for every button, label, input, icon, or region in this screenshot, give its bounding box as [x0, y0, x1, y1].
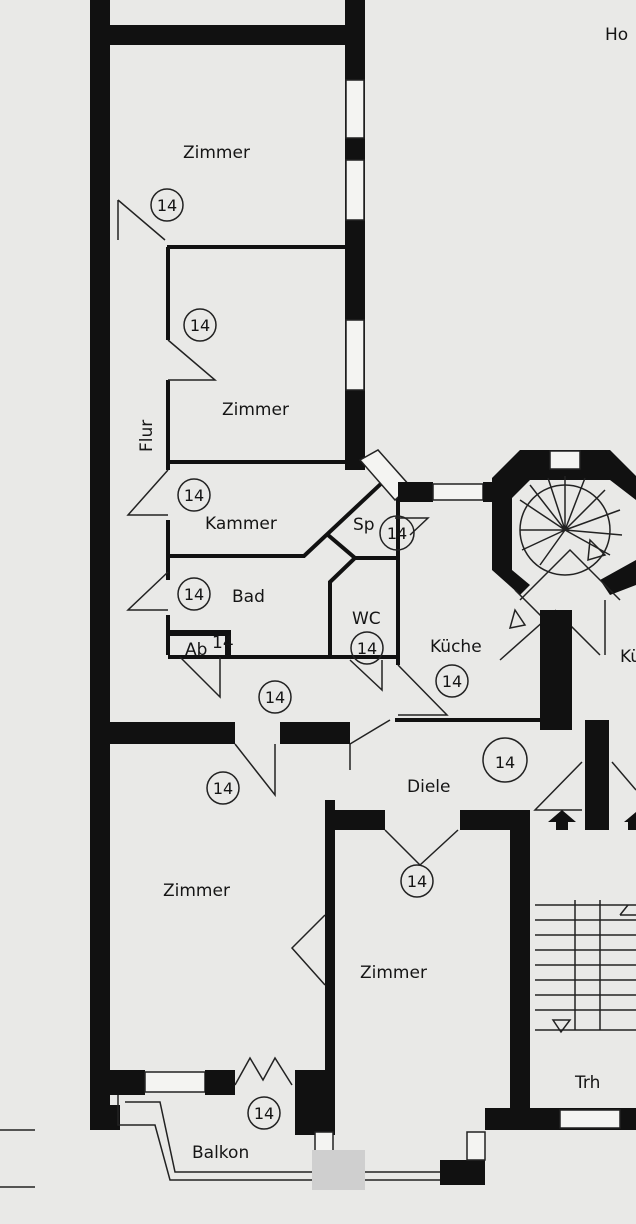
wall [398, 482, 433, 502]
wall [90, 722, 235, 744]
window [144, 1071, 206, 1093]
wall [168, 630, 230, 636]
wall [585, 720, 609, 830]
svg-text:14: 14 [184, 585, 204, 604]
room-number-marker: 14 [379, 515, 415, 551]
stair-tower-wall [492, 450, 636, 595]
svg-text:14: 14 [190, 316, 210, 335]
wall-top [100, 25, 365, 45]
room-label-zimmer: Zimmer [222, 400, 289, 420]
room-label-trh: Trh [574, 1073, 600, 1093]
room-label-kueche: Küche [430, 637, 482, 657]
door-swing [167, 339, 218, 381]
wall [325, 800, 335, 1100]
door-swing [533, 761, 636, 811]
stair-pillar [540, 610, 572, 730]
room-number-marker: 14 [350, 631, 384, 665]
door-swing [117, 199, 166, 241]
window [559, 1109, 621, 1129]
outer-wall-left [90, 0, 110, 1130]
door-swing [179, 656, 221, 699]
title-fragment: Ho [605, 25, 628, 45]
balcony-door [234, 1056, 293, 1086]
wall [90, 1105, 120, 1130]
window [466, 1131, 486, 1161]
room-number-marker: 14 [177, 577, 211, 611]
room-number-marker: 14 [400, 864, 434, 898]
room-number: 14 [212, 633, 234, 653]
outer-wall-right-upper [345, 0, 365, 470]
wall [440, 1160, 485, 1185]
room-number-marker: 14 [247, 1096, 281, 1130]
room-label-zimmer: Zimmer [163, 881, 230, 901]
wall [280, 722, 350, 744]
window [432, 483, 484, 501]
wall [326, 533, 358, 657]
svg-text:14: 14 [157, 196, 177, 215]
room-label-sp: Sp [353, 515, 375, 535]
redacted-area [312, 1150, 365, 1190]
door-swing [126, 571, 169, 611]
svg-text:14: 14 [495, 753, 515, 772]
door-swing [290, 914, 326, 986]
svg-text:14: 14 [265, 688, 285, 707]
wall [325, 810, 385, 830]
window [345, 159, 365, 221]
room-label-ab: Ab [185, 640, 207, 660]
door-swing [234, 743, 276, 798]
room-number-marker: 14 [258, 680, 292, 714]
room-label-wc: WC [352, 609, 381, 629]
svg-text:14: 14 [357, 639, 377, 658]
balcony-outline [117, 1095, 440, 1181]
door-swing [397, 664, 449, 716]
window [345, 79, 365, 139]
wall [205, 1070, 235, 1095]
wall [295, 1070, 335, 1135]
room-label-zimmer: Zimmer [360, 963, 427, 983]
door-swing [384, 829, 459, 867]
svg-text:14: 14 [407, 872, 427, 891]
door-swing [349, 659, 383, 692]
svg-text:14: 14 [254, 1104, 274, 1123]
window [345, 319, 365, 391]
room-number-markers: 14 14 14 14 14 14 14 14 14 14 14 14 [150, 188, 528, 1130]
room-label-kueche-2: Kü [620, 647, 636, 667]
wall [90, 1070, 145, 1095]
room-number-marker: 14 [435, 664, 469, 698]
adjacent-lines [0, 1129, 35, 1188]
svg-text:14: 14 [213, 779, 233, 798]
room-number-marker: 14 [482, 737, 528, 783]
wall [225, 630, 231, 657]
svg-text:14: 14 [442, 672, 462, 691]
room-label-zimmer: Zimmer [183, 143, 250, 163]
room-label-flur: Flur [137, 420, 157, 452]
room-label-diele: Diele [407, 777, 450, 797]
door-swing [349, 719, 391, 770]
stair-flight [535, 900, 636, 1034]
window [549, 450, 581, 470]
wall [510, 810, 530, 1130]
svg-text:14: 14 [387, 524, 407, 543]
room-number-marker: 14 [183, 308, 217, 342]
door-swing [126, 469, 169, 516]
room-label-kammer: Kammer [205, 514, 277, 534]
room-number-marker: 14 [206, 771, 240, 805]
svg-text:14: 14 [184, 486, 204, 505]
room-label-bad: Bad [232, 587, 265, 607]
stair-tower-wall [600, 560, 636, 595]
room-label-balkon: Balkon [192, 1143, 249, 1163]
wall [168, 478, 387, 558]
arrow-up-icon [548, 810, 636, 830]
room-number-marker: 14 [150, 188, 184, 222]
wall [355, 490, 400, 665]
room-number-marker: 14 [177, 478, 211, 512]
window [314, 1131, 334, 1153]
